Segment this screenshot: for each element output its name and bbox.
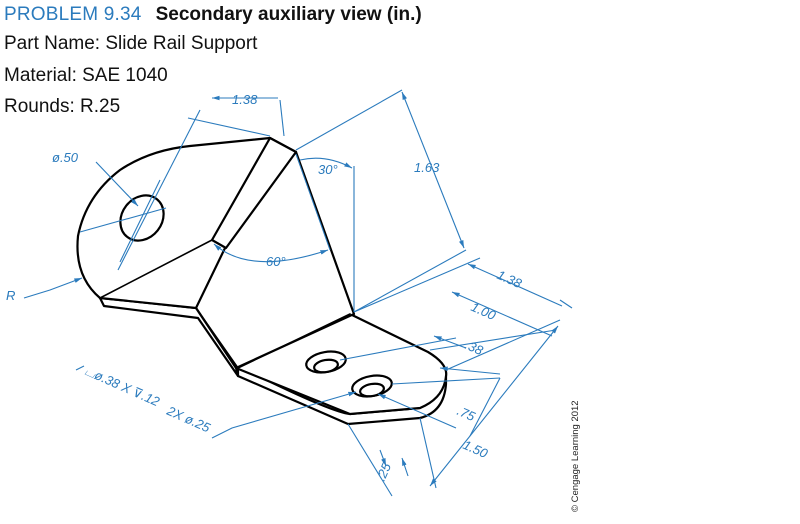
upper-lug bbox=[76, 136, 272, 310]
dim-width-top: 1.38 bbox=[232, 92, 258, 107]
dim-hole-offset: .75 bbox=[455, 403, 478, 424]
problem-header: PROBLEM 9.34 Secondary auxiliary view (in… bbox=[4, 2, 422, 123]
material: Material: SAE 1040 bbox=[4, 64, 168, 86]
dim-hole-spacing: .38 bbox=[463, 337, 486, 358]
dim-thickness: .25 bbox=[373, 460, 394, 483]
part-name: Part Name: Slide Rail Support bbox=[4, 33, 258, 54]
bend-line bbox=[195, 307, 239, 369]
problem-number: PROBLEM 9.34 bbox=[4, 4, 142, 25]
base-fold-line bbox=[237, 313, 351, 369]
dim-hole-diameter: ø.50 bbox=[52, 150, 79, 165]
hole-note-counterbore: ⌴ø.38 X ⊽.12 bbox=[83, 363, 163, 410]
edge-lines bbox=[99, 239, 351, 369]
dim-height: 1.63 bbox=[414, 160, 440, 175]
problem-title: Secondary auxiliary view (in.) bbox=[155, 4, 422, 25]
dimension-lines bbox=[23, 89, 573, 497]
counterbore-hole-2 bbox=[351, 374, 393, 398]
dim-angle-30: 30° bbox=[318, 162, 338, 177]
rounds: Rounds: R.25 bbox=[4, 96, 121, 117]
copyright-credit: © Cengage Learning 2012 bbox=[570, 400, 581, 512]
counterbore-hole-1 bbox=[305, 350, 347, 374]
web-fold-line bbox=[99, 239, 213, 299]
title-row: PROBLEM 9.34 Secondary auxiliary view (in… bbox=[4, 2, 422, 28]
dim-radius: R bbox=[6, 288, 15, 303]
dim-base-length-inner: 1.00 bbox=[469, 299, 499, 323]
dim-angle-60: 60° bbox=[266, 254, 286, 269]
hole-note-count: 2X ø.25 bbox=[164, 403, 213, 436]
dim-base-width: 1.50 bbox=[461, 437, 491, 461]
